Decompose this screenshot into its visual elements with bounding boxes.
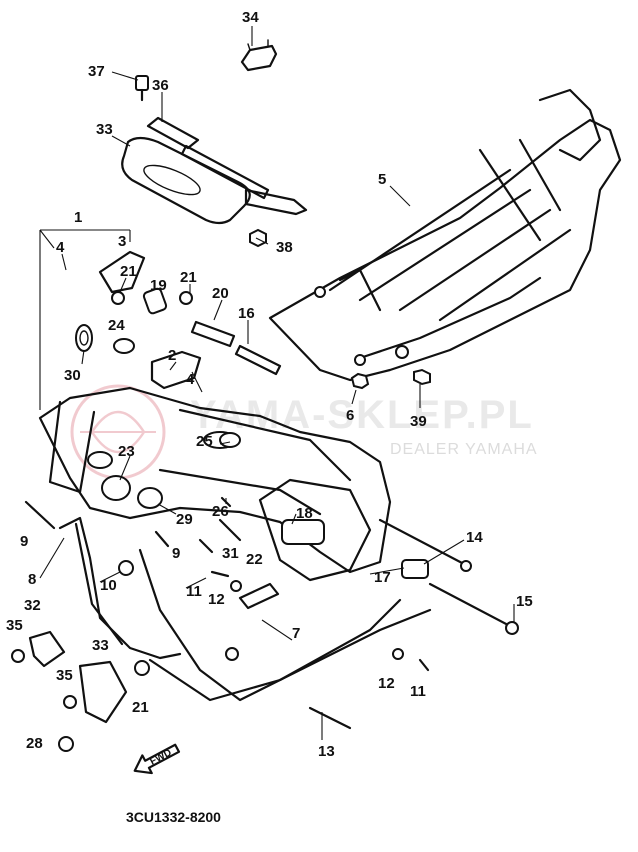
watermark-sub-text: DEALER YAMAHA <box>390 441 538 458</box>
callout-6: 6 <box>346 407 354 424</box>
part-36-rod <box>146 116 270 200</box>
part-13-bolt <box>308 706 352 730</box>
callout-23: 23 <box>118 443 135 460</box>
part-38-nut <box>249 228 267 248</box>
part-20-pipe <box>190 320 236 348</box>
part-6-bolt <box>350 372 370 390</box>
part-9-bolt <box>24 500 170 548</box>
callout-28: 30 <box>64 367 81 384</box>
callout-26: 26 <box>212 503 229 520</box>
callout-21-top-left: 21 <box>120 263 137 280</box>
callout-36: 36 <box>152 77 169 94</box>
fwd-arrow-icon: FWD <box>133 743 181 775</box>
callout-34: 33 <box>96 121 113 138</box>
part-29-bolt <box>198 538 214 554</box>
part-25-cap <box>219 432 241 448</box>
callout-9-left: 9 <box>20 533 28 550</box>
part-35-bracket <box>240 39 278 72</box>
callout-21-top: 21 <box>180 269 197 286</box>
callout-10: 10 <box>100 577 117 594</box>
part-27-washer <box>137 487 163 509</box>
part-21-nut <box>111 291 193 676</box>
callout-27: 29 <box>176 511 193 528</box>
part-31-bracket <box>28 630 66 668</box>
callout-33-left: 35 <box>6 617 23 634</box>
callout-20: 20 <box>212 285 229 302</box>
part-11-bolt <box>210 570 430 672</box>
part-24-collar <box>113 338 135 354</box>
part-19-bushing <box>142 287 168 315</box>
callout-25: 25 <box>196 433 213 450</box>
callout-5: 5 <box>378 171 386 188</box>
callout-33-mid: 35 <box>56 667 73 684</box>
part-39-bolt <box>413 368 431 386</box>
fwd-label: FWD <box>148 747 173 767</box>
part-30-bracket <box>78 660 128 724</box>
callout-17: 17 <box>374 569 391 586</box>
callout-2: 2 <box>168 347 176 364</box>
callout-1: 1 <box>74 209 82 226</box>
callout-39: 39 <box>410 413 427 430</box>
callout-11-right: 11 <box>410 683 426 700</box>
callout-31: 32 <box>24 597 41 614</box>
callout-21-bottom: 21 <box>132 699 149 716</box>
callout-9-mid: 9 <box>172 545 180 562</box>
leader-lines <box>39 26 515 740</box>
part-15-pipe <box>234 344 282 376</box>
callout-13: 13 <box>318 743 335 760</box>
watermark-main-text: YAMA-SKLEP.PL <box>190 393 534 437</box>
callout-15: 16 <box>238 305 255 322</box>
part-10-nut <box>118 560 134 576</box>
part-32-nut <box>58 736 74 752</box>
part-7-lower-frame <box>138 548 432 702</box>
callout-7: 7 <box>292 625 300 642</box>
part-34-cover <box>121 136 308 225</box>
part-33-bolt <box>11 649 77 709</box>
part-12-nut <box>230 580 404 660</box>
part-37-bolt <box>135 75 149 102</box>
callout-16: 15 <box>516 593 533 610</box>
callout-37: 37 <box>88 63 105 80</box>
callout-labels: 34 37 36 33 5 38 1 4 3 21 21 20 19 16 24… <box>6 9 533 760</box>
callout-4-mid: 4 <box>186 371 195 388</box>
part-23-grommet <box>101 475 131 501</box>
callout-12-right: 12 <box>378 675 395 692</box>
part-22-bolt <box>218 518 242 542</box>
callout-35: 34 <box>242 9 259 26</box>
callout-4: 4 <box>56 239 65 256</box>
part-5-rear-subframe <box>268 88 622 382</box>
callout-22: 22 <box>246 551 263 568</box>
part-2-bracket <box>150 350 202 390</box>
part-3-bracket <box>98 250 146 294</box>
part-18-collar <box>281 519 325 545</box>
callout-38: 38 <box>276 239 293 256</box>
callout-18: 18 <box>296 505 313 522</box>
part-8-lower-left-rail <box>58 516 182 660</box>
callout-24: 24 <box>108 317 125 334</box>
drawing-code: 3CU1332-8200 <box>126 809 221 825</box>
callout-29: 31 <box>222 545 239 562</box>
part-14-bolt <box>378 518 472 572</box>
callout-14: 14 <box>466 529 483 546</box>
part-28-seal <box>75 324 93 352</box>
callout-12-mid: 12 <box>208 591 225 608</box>
callout-8: 8 <box>28 571 36 588</box>
callout-11-mid: 11 <box>186 583 202 600</box>
callout-30: 33 <box>92 637 109 654</box>
part-16-bolt <box>428 582 519 635</box>
callout-19: 19 <box>150 277 167 294</box>
callout-3: 3 <box>118 233 126 250</box>
callout-32: 28 <box>26 735 43 752</box>
part-17-bushing <box>401 559 429 579</box>
